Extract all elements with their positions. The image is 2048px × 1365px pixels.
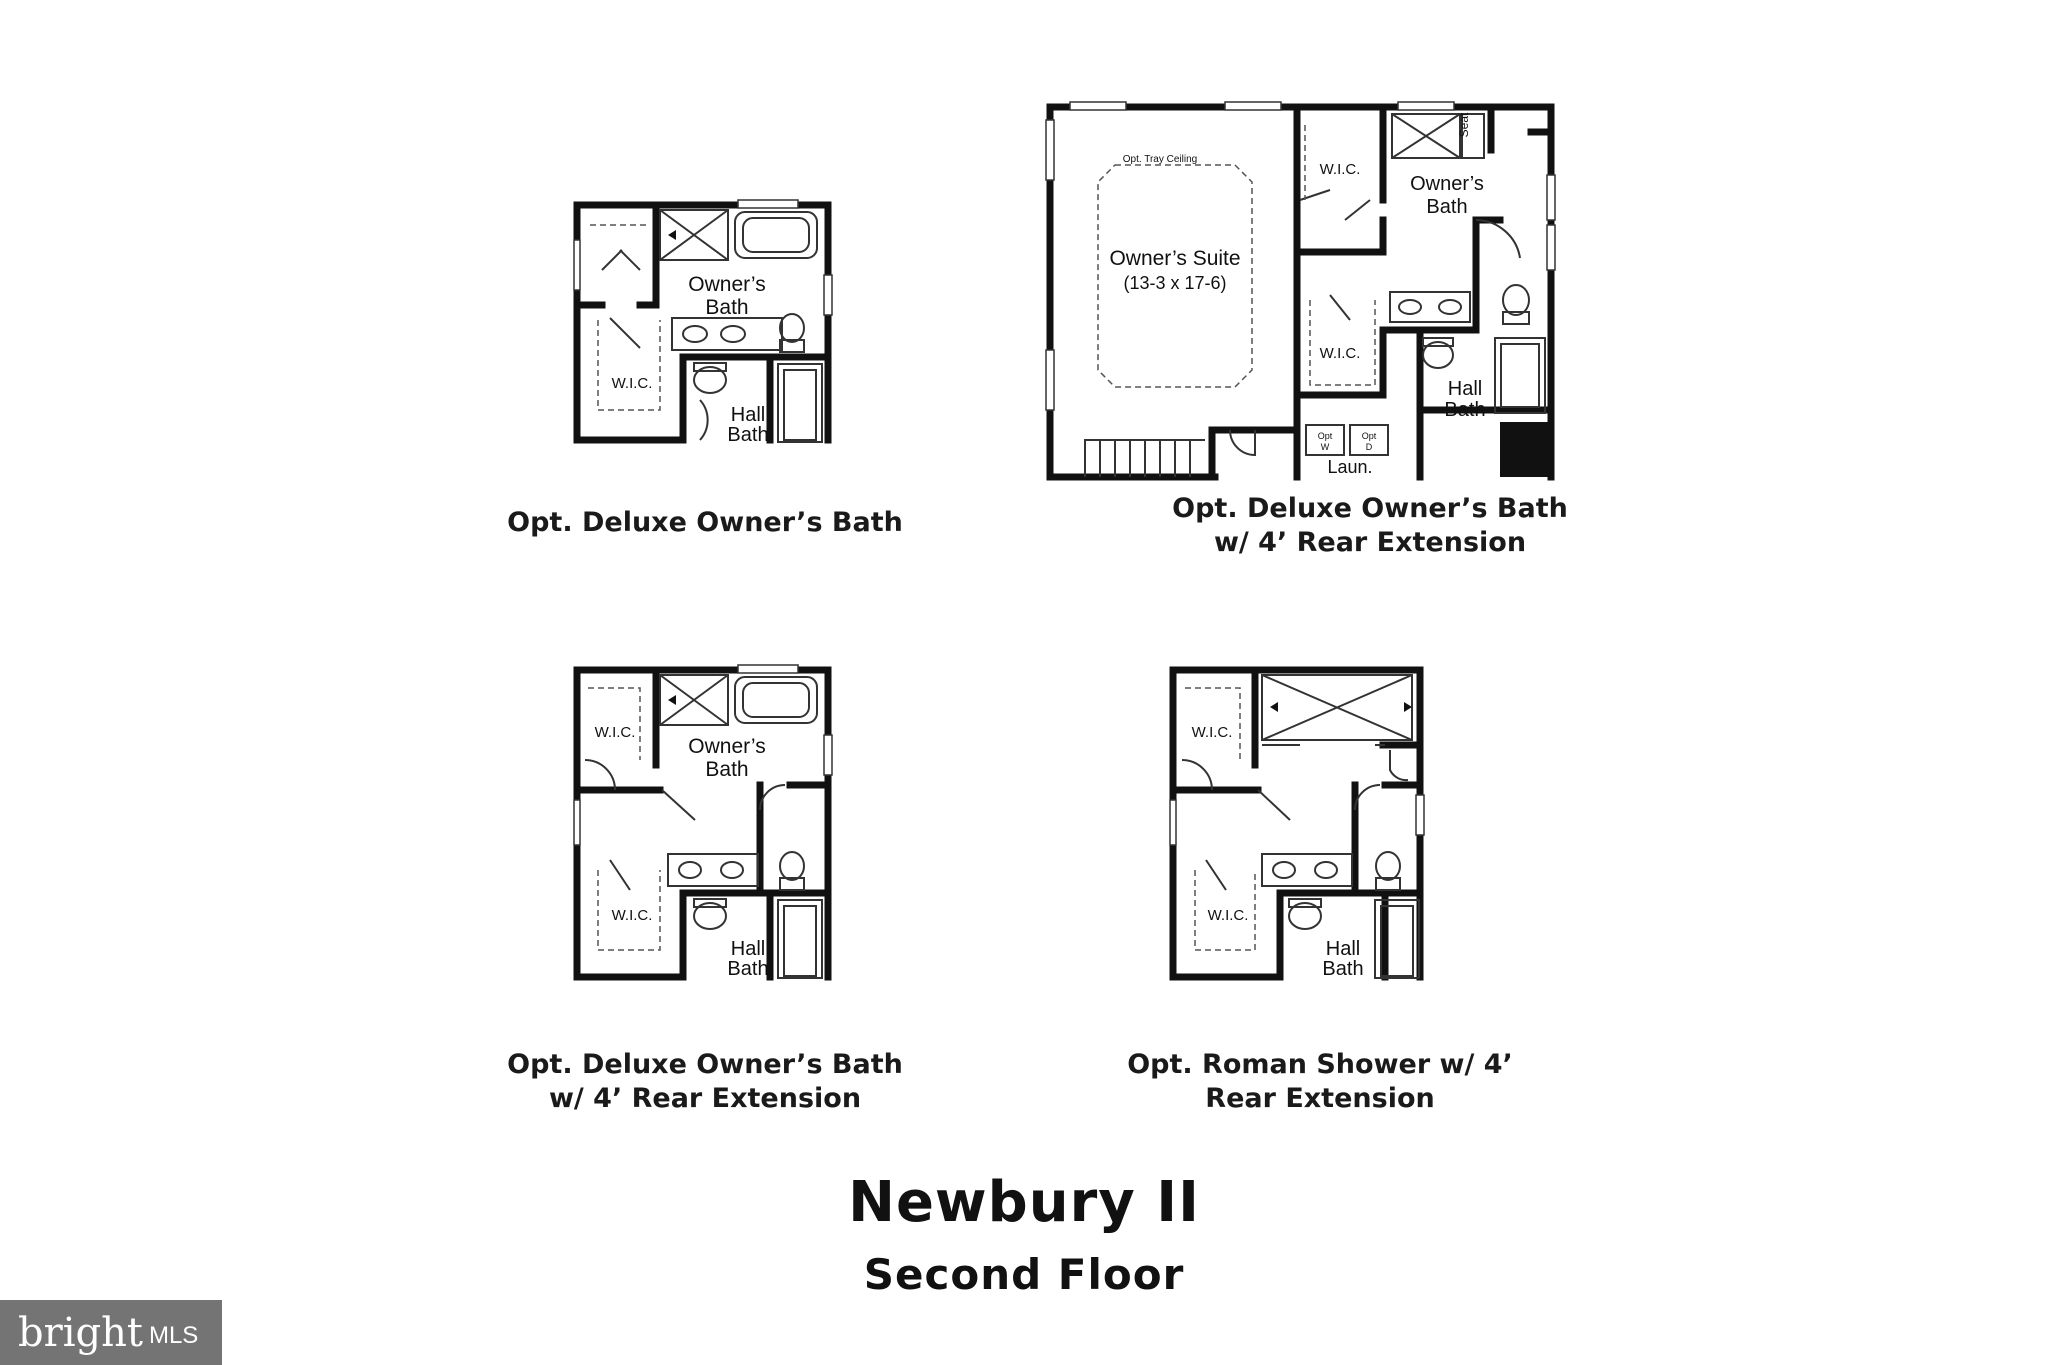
- plan2-tray-ceiling-label: Opt. Tray Ceiling: [1123, 154, 1197, 165]
- plan2-dryer-label-1: Opt: [1362, 431, 1377, 441]
- plan4-hall-bath-label-1: Hall: [1326, 938, 1360, 960]
- plan2-washer-label-1: Opt: [1318, 431, 1333, 441]
- plan3-wic-label-2: W.I.C.: [612, 907, 653, 924]
- plan-owners-suite-rear-extension: Opt. Tray Ceiling Owner’s Suite (13-3 x …: [1045, 101, 1556, 481]
- plan3-caption-line-2: w/ 4’ Rear Extension: [548, 1083, 862, 1114]
- plan2-owners-suite-dimensions: (13-3 x 17-6): [1123, 273, 1226, 293]
- plan2-owners-bath-label-1: Owner’s: [1410, 173, 1484, 195]
- plan2-dryer-label-2: D: [1366, 442, 1373, 452]
- plan2-seat-label: Seat: [1457, 112, 1471, 137]
- bright-mls-watermark: bright MLS: [0, 1300, 222, 1365]
- plan1-wic-label: W.I.C.: [612, 375, 653, 392]
- plan4-wic-label-1: W.I.C.: [1192, 724, 1233, 741]
- plan2-wic-label-2: W.I.C.: [1320, 345, 1361, 362]
- plan1-hall-bath-label-2: Bath: [727, 424, 768, 446]
- plan2-caption-line-2: w/ 4’ Rear Extension: [1213, 527, 1527, 558]
- plan4-caption-line-2: Rear Extension: [1205, 1083, 1435, 1114]
- plan3-hall-bath-label-2: Bath: [727, 958, 768, 980]
- plan3-owners-bath-label-2: Bath: [705, 758, 748, 781]
- plan4-caption: Opt. Roman Shower w/ 4’ Rear Extension: [1070, 1048, 1570, 1116]
- watermark-suffix: MLS: [148, 1321, 199, 1349]
- plan2-owners-suite-label: Owner’s Suite: [1109, 247, 1240, 270]
- plan1-caption: Opt. Deluxe Owner’s Bath: [470, 506, 940, 540]
- page-subtitle: Second Floor: [863, 1250, 1185, 1299]
- plan2-caption: Opt. Deluxe Owner’s Bath w/ 4’ Rear Exte…: [1090, 492, 1650, 560]
- plan3-caption: Opt. Deluxe Owner’s Bath w/ 4’ Rear Exte…: [470, 1048, 940, 1116]
- plan4-wic-label-2: W.I.C.: [1208, 907, 1249, 924]
- watermark-brand: bright: [18, 1309, 143, 1356]
- plan1-owners-bath-label-1: Owner’s: [688, 273, 765, 296]
- plan2-wic-label-1: W.I.C.: [1320, 161, 1361, 178]
- plan1-owners-bath-label-2: Bath: [705, 296, 748, 319]
- plan3-hall-bath-label-1: Hall: [731, 938, 765, 960]
- plan-roman-shower-rear-extension: W.I.C. W.I.C. Hall Bath: [1169, 666, 1425, 981]
- plan3-owners-bath-label-1: Owner’s: [688, 735, 765, 758]
- plan-deluxe-owners-bath: Owner’s Bath W.I.C. Hall Bath: [573, 199, 833, 446]
- plan2-washer-label-2: W: [1321, 442, 1330, 452]
- plan1-caption-line-1: Opt. Deluxe Owner’s Bath: [507, 507, 903, 538]
- plan4-caption-line-1: Opt. Roman Shower w/ 4’: [1127, 1049, 1513, 1080]
- plan2-laundry-label: Laun.: [1327, 457, 1372, 477]
- plan-deluxe-bath-rear-extension: W.I.C. W.I.C. Owner’s Bath Hall Bath: [573, 664, 833, 981]
- plan2-hall-bath-label-2: Bath: [1444, 399, 1485, 421]
- plan3-wic-label-1: W.I.C.: [595, 724, 636, 741]
- page-title: Newbury II: [848, 1170, 1200, 1235]
- plan3-caption-line-1: Opt. Deluxe Owner’s Bath: [507, 1049, 903, 1080]
- plan4-hall-bath-label-2: Bath: [1322, 958, 1363, 980]
- plan2-caption-line-1: Opt. Deluxe Owner’s Bath: [1172, 493, 1568, 524]
- plan2-hall-bath-label-1: Hall: [1448, 378, 1482, 400]
- plan2-owners-bath-label-2: Bath: [1426, 196, 1467, 218]
- plan1-hall-bath-label-1: Hall: [731, 404, 765, 426]
